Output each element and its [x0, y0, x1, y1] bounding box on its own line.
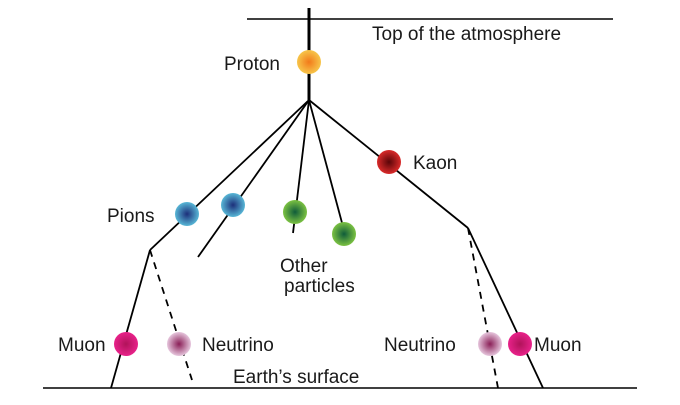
neutrino-right-particle [478, 332, 502, 356]
pion-right-track [197, 99, 310, 258]
proton-label: Proton [224, 54, 280, 75]
muon-right-label: Muon [534, 335, 582, 356]
muon-right-particle [508, 332, 532, 356]
kaon-particle [377, 150, 401, 174]
other-particles-label-line2: particles [284, 276, 355, 297]
pions-label: Pions [107, 206, 155, 227]
proton-particle [297, 50, 321, 74]
neutrino-left-particle [167, 332, 191, 356]
pion-particle-2 [221, 193, 245, 217]
other-particle-right-track [308, 99, 346, 235]
pion-particle-1 [175, 202, 199, 226]
neutrino-left-track [149, 249, 193, 381]
kaon-label: Kaon [413, 153, 457, 174]
neutrino-right-label: Neutrino [384, 335, 456, 356]
neutrino-left-label: Neutrino [202, 335, 274, 356]
muon-right-track [467, 227, 544, 389]
muon-left-particle [114, 332, 138, 356]
other-particle-2 [332, 222, 356, 246]
muon-left-track [110, 249, 151, 389]
other-particles-label-line1: Other [280, 256, 328, 277]
neutrino-right-track [467, 227, 499, 389]
pion-left-track [149, 99, 310, 251]
earths-surface-label: Earth’s surface [233, 367, 359, 388]
top-of-atmosphere-label: Top of the atmosphere [372, 24, 561, 45]
other-particle-1 [283, 200, 307, 224]
muon-left-label: Muon [58, 335, 106, 356]
